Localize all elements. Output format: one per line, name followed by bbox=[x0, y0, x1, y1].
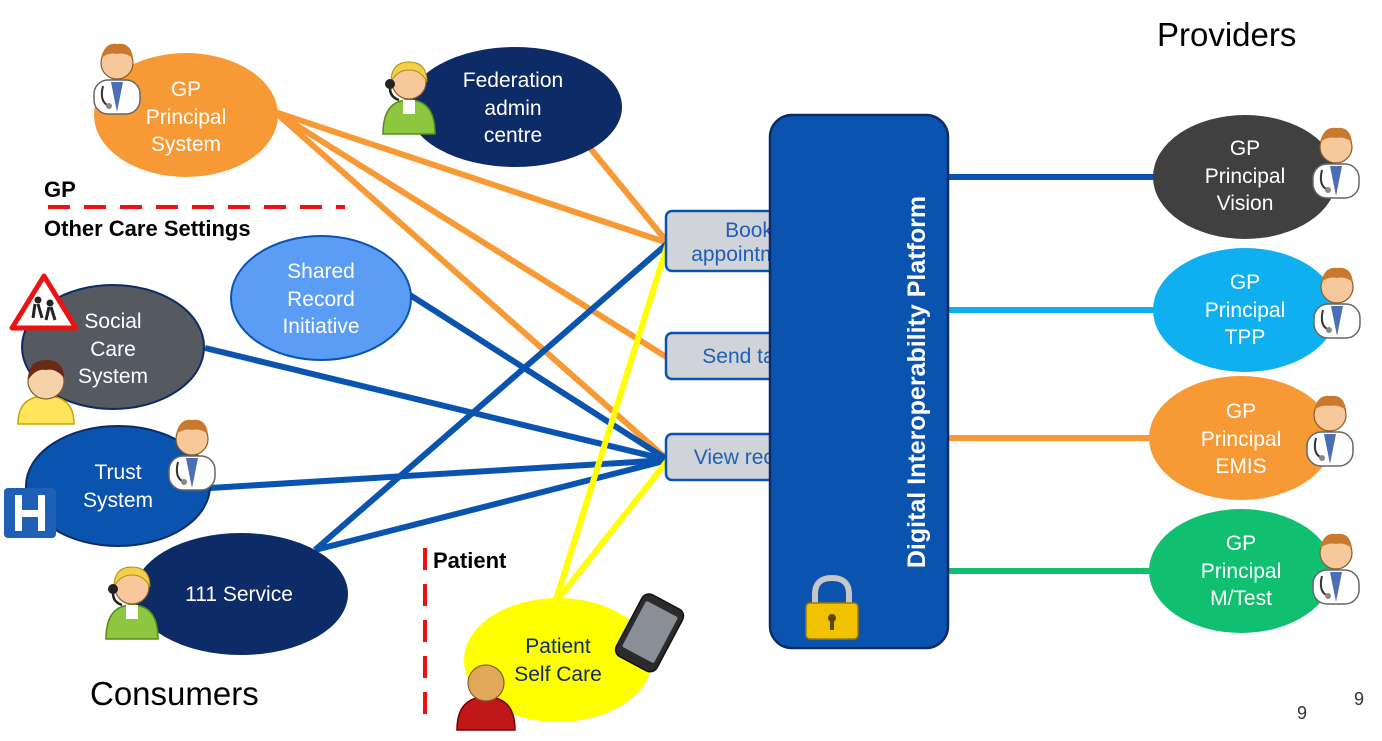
consumers-heading: Consumers bbox=[90, 675, 259, 712]
node-label-line: Care bbox=[90, 338, 136, 361]
gp-principal-system-node[interactable]: GP Principal System bbox=[94, 53, 278, 177]
node-label-line: System bbox=[78, 365, 148, 388]
trust-system-node[interactable]: Trust System bbox=[25, 425, 211, 547]
node-label-line: M/Test bbox=[1210, 587, 1272, 610]
elderly-warning-sign-icon bbox=[9, 273, 79, 331]
node-label-line: System bbox=[83, 489, 153, 512]
smartphone-icon bbox=[614, 593, 685, 673]
node-label-line: Principal bbox=[1201, 560, 1282, 583]
node-label-line: EMIS bbox=[1215, 455, 1266, 478]
node-label-line: Initiative bbox=[282, 315, 359, 338]
node-label-line: Principal bbox=[1205, 165, 1286, 188]
connections-blue bbox=[204, 240, 670, 553]
connections-yellow bbox=[552, 242, 671, 605]
node-label-line: admin bbox=[484, 97, 541, 120]
gp-principal-emis-node[interactable]: GP Principal EMIS bbox=[1149, 376, 1333, 500]
gp-label: GP bbox=[44, 177, 76, 202]
connections-orange bbox=[273, 109, 671, 463]
federation-admin-node[interactable]: Federation admin centre bbox=[408, 47, 622, 167]
node-label-line: Federation bbox=[463, 69, 563, 92]
other-care-label: Other Care Settings bbox=[44, 216, 251, 241]
node-label-line: GP bbox=[1226, 400, 1256, 423]
node-label-line: System bbox=[151, 133, 221, 156]
lock-icon bbox=[805, 574, 859, 640]
page-number: 9 bbox=[1297, 703, 1307, 723]
node-label-line: Social bbox=[84, 310, 141, 333]
page-number: 9 bbox=[1354, 689, 1364, 709]
node-label-line: GP bbox=[1230, 137, 1260, 160]
person-icon bbox=[17, 360, 75, 425]
node-label-line: Principal bbox=[1201, 428, 1282, 451]
patient-person-icon bbox=[456, 664, 516, 731]
node-label-line: Principal bbox=[146, 106, 227, 129]
patient-label: Patient bbox=[433, 548, 507, 573]
patient-self-care-node[interactable]: Patient Self Care bbox=[464, 598, 652, 722]
platform-title: Digital Interoperability Platform bbox=[903, 196, 931, 568]
node-label-line: 111 Service bbox=[185, 583, 293, 606]
node-label-line: Record bbox=[287, 288, 355, 311]
node-label-line: GP bbox=[1230, 271, 1260, 294]
node-label-line: TPP bbox=[1225, 326, 1266, 349]
111-service-node[interactable]: 111 Service bbox=[134, 533, 348, 655]
node-label-line: Principal bbox=[1205, 299, 1286, 322]
action-label-line: Book bbox=[725, 219, 773, 242]
node-label-line: Patient bbox=[525, 635, 591, 658]
node-label-line: GP bbox=[1226, 532, 1256, 555]
providers-heading: Providers bbox=[1157, 16, 1296, 53]
node-label-line: GP bbox=[171, 78, 201, 101]
gp-principal-mtest-node[interactable]: GP Principal M/Test bbox=[1149, 509, 1333, 633]
interoperability-platform: Digital Interoperability Platform bbox=[768, 113, 950, 650]
hospital-sign-icon bbox=[4, 488, 56, 538]
gp-principal-tpp-node[interactable]: GP Principal TPP bbox=[1153, 248, 1337, 372]
gp-principal-vision-node[interactable]: GP Principal Vision bbox=[1153, 115, 1337, 239]
node-label-line: centre bbox=[484, 124, 542, 147]
node-label-line: Vision bbox=[1217, 192, 1274, 215]
node-label-line: Trust bbox=[94, 461, 141, 484]
node-label-line: Self Care bbox=[514, 663, 602, 686]
connections-providers bbox=[948, 174, 1160, 574]
node-label-line: Shared bbox=[287, 260, 355, 283]
shared-record-node[interactable]: Shared Record Initiative bbox=[230, 235, 412, 361]
